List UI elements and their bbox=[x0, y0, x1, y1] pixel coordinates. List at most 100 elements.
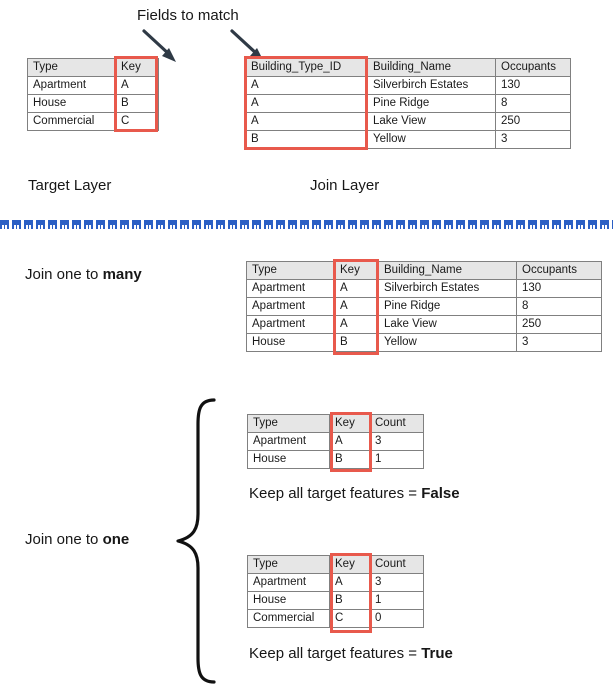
divider-segment bbox=[168, 220, 177, 229]
column-header-key: Key bbox=[115, 58, 159, 77]
cell-key: B bbox=[329, 591, 370, 610]
divider-segment bbox=[252, 220, 261, 229]
cell-key: A bbox=[329, 432, 370, 451]
cell-count: 1 bbox=[369, 450, 424, 469]
divider-segment bbox=[108, 220, 117, 229]
column-header-count: Count bbox=[369, 555, 424, 574]
cell-key: A bbox=[334, 297, 379, 316]
cell-type: Apartment bbox=[246, 279, 335, 298]
column-header-building-type-id: Building_Type_ID bbox=[245, 58, 368, 77]
column-header-occupants: Occupants bbox=[516, 261, 602, 280]
divider-segment bbox=[72, 220, 81, 229]
column-header-key: Key bbox=[334, 261, 379, 280]
table-row: Apartment A bbox=[27, 76, 159, 95]
divider-segment bbox=[360, 220, 369, 229]
divider-segment bbox=[564, 220, 573, 229]
cell-type: Commercial bbox=[27, 112, 116, 131]
divider-segment bbox=[504, 220, 513, 229]
cell-building-name: Pine Ridge bbox=[378, 297, 517, 316]
cell-key: B bbox=[329, 450, 370, 469]
target-layer-caption: Target Layer bbox=[28, 177, 112, 194]
cell-building-name: Lake View bbox=[367, 112, 496, 131]
cell-key: A bbox=[334, 279, 379, 298]
cell-building-type-id: A bbox=[245, 112, 368, 131]
divider-segment bbox=[372, 220, 381, 229]
table-row: Apartment A Pine Ridge 8 bbox=[246, 297, 602, 316]
divider-segment bbox=[312, 220, 321, 229]
column-header-key: Key bbox=[329, 555, 370, 574]
divider-segment bbox=[156, 220, 165, 229]
divider-segment bbox=[336, 220, 345, 229]
one-to-one-true-table: Type Key Count Apartment A 3 House B 1 C… bbox=[247, 555, 424, 628]
table-row: A Silverbirch Estates 130 bbox=[245, 76, 571, 95]
cell-count: 0 bbox=[369, 609, 424, 628]
divider-segment bbox=[12, 220, 21, 229]
divider-segment bbox=[60, 220, 69, 229]
column-header-building-name: Building_Name bbox=[378, 261, 517, 280]
cell-building-name: Silverbirch Estates bbox=[378, 279, 517, 298]
cell-occupants: 8 bbox=[495, 94, 571, 113]
cell-type: Apartment bbox=[27, 76, 116, 95]
divider-segment bbox=[396, 220, 405, 229]
one-to-one-false-table: Type Key Count Apartment A 3 House B 1 bbox=[247, 414, 424, 469]
table-row: A Pine Ridge 8 bbox=[245, 94, 571, 113]
cell-occupants: 130 bbox=[495, 76, 571, 95]
divider-segment bbox=[408, 220, 417, 229]
cell-key: B bbox=[115, 94, 159, 113]
table-row: Commercial C 0 bbox=[247, 609, 424, 628]
table-row: Apartment A 3 bbox=[247, 573, 424, 592]
cell-key: A bbox=[115, 76, 159, 95]
cell-type: Apartment bbox=[246, 315, 335, 334]
cell-key: A bbox=[334, 315, 379, 334]
cell-type: House bbox=[247, 591, 330, 610]
divider-segment bbox=[276, 220, 285, 229]
divider-segment bbox=[480, 220, 489, 229]
arrow-down-right-icon-left bbox=[142, 29, 176, 62]
cell-type: House bbox=[27, 94, 116, 113]
divider-segment bbox=[588, 220, 597, 229]
cell-key: A bbox=[329, 573, 370, 592]
keep-all-true-prefix: Keep all target features = bbox=[249, 645, 422, 662]
fields-to-match-label: Fields to match bbox=[137, 7, 239, 24]
cell-building-type-id: A bbox=[245, 76, 368, 95]
cell-type: Apartment bbox=[247, 432, 330, 451]
divider-segment bbox=[552, 220, 561, 229]
divider-segment bbox=[0, 220, 9, 229]
divider-segment bbox=[96, 220, 105, 229]
cell-type: House bbox=[246, 333, 335, 352]
divider-segment bbox=[456, 220, 465, 229]
table-row: Apartment A Lake View 250 bbox=[246, 315, 602, 334]
divider-segment bbox=[420, 220, 429, 229]
divider-segment bbox=[48, 220, 57, 229]
column-header-type: Type bbox=[247, 414, 330, 433]
cell-occupants: 130 bbox=[516, 279, 602, 298]
divider-segment bbox=[384, 220, 393, 229]
divider-segment bbox=[492, 220, 501, 229]
cell-occupants: 8 bbox=[516, 297, 602, 316]
divider-segment bbox=[216, 220, 225, 229]
keep-all-true-label: Keep all target features = True bbox=[249, 645, 453, 663]
divider-segment bbox=[36, 220, 45, 229]
keep-all-true-value: True bbox=[421, 645, 453, 662]
cell-building-name: Pine Ridge bbox=[367, 94, 496, 113]
divider-segment bbox=[348, 220, 357, 229]
divider-segment bbox=[576, 220, 585, 229]
cell-occupants: 250 bbox=[516, 315, 602, 334]
column-header-type: Type bbox=[246, 261, 335, 280]
divider-segment bbox=[204, 220, 213, 229]
table-row: House B 1 bbox=[247, 450, 424, 469]
cell-key: C bbox=[329, 609, 370, 628]
divider-segment bbox=[444, 220, 453, 229]
column-header-building-name: Building_Name bbox=[367, 58, 496, 77]
table-row: A Lake View 250 bbox=[245, 112, 571, 131]
table-header-row: Type Key Building_Name Occupants bbox=[246, 261, 602, 280]
divider-segment bbox=[432, 220, 441, 229]
keep-all-false-prefix: Keep all target features = bbox=[249, 485, 422, 502]
curly-brace-icon bbox=[176, 398, 216, 684]
table-row: Apartment A Silverbirch Estates 130 bbox=[246, 279, 602, 298]
table-row: House B bbox=[27, 94, 159, 113]
one-to-many-result-table: Type Key Building_Name Occupants Apartme… bbox=[246, 261, 602, 352]
divider-segment bbox=[516, 220, 525, 229]
divider-segment bbox=[528, 220, 537, 229]
cell-type: Commercial bbox=[247, 609, 330, 628]
